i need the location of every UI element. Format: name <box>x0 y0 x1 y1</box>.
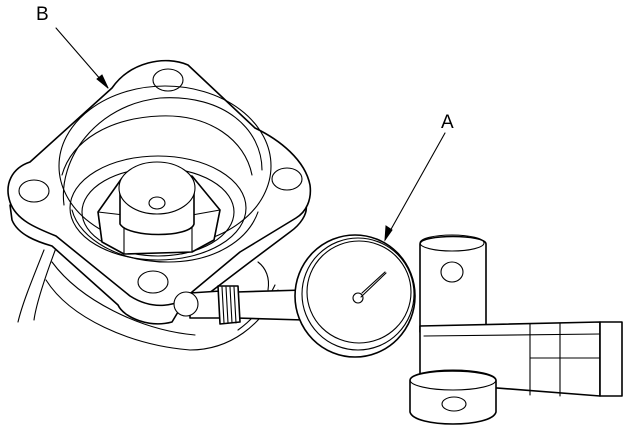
callout-a-label: A <box>441 112 454 133</box>
callout-b-label: B <box>36 4 49 25</box>
leader-b-arrowhead <box>96 74 109 89</box>
gauge-stand <box>409 234 623 425</box>
flange-b <box>7 59 312 325</box>
leader-a <box>384 132 446 241</box>
leader-lines <box>55 27 446 242</box>
leader-a-arrowhead <box>384 225 393 242</box>
dial-gauge-a <box>173 234 416 358</box>
